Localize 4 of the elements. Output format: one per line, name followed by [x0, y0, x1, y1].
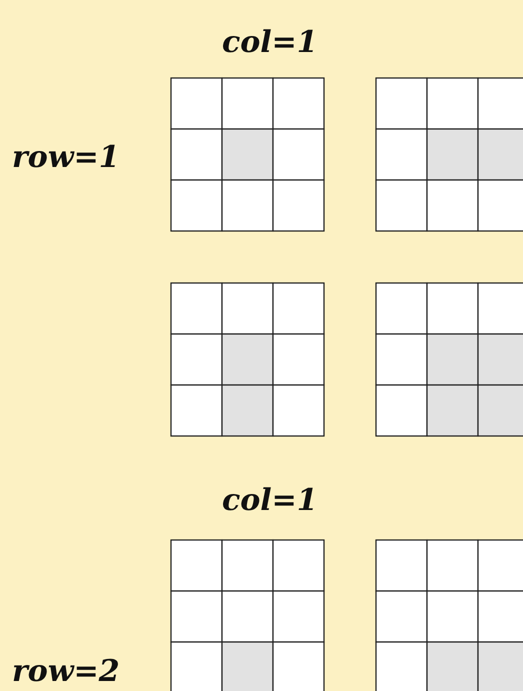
column-label: col=1	[222, 28, 318, 58]
row-label: row=2	[12, 657, 120, 687]
column-label: col=1	[222, 486, 318, 516]
row-label: row=1	[12, 143, 120, 173]
